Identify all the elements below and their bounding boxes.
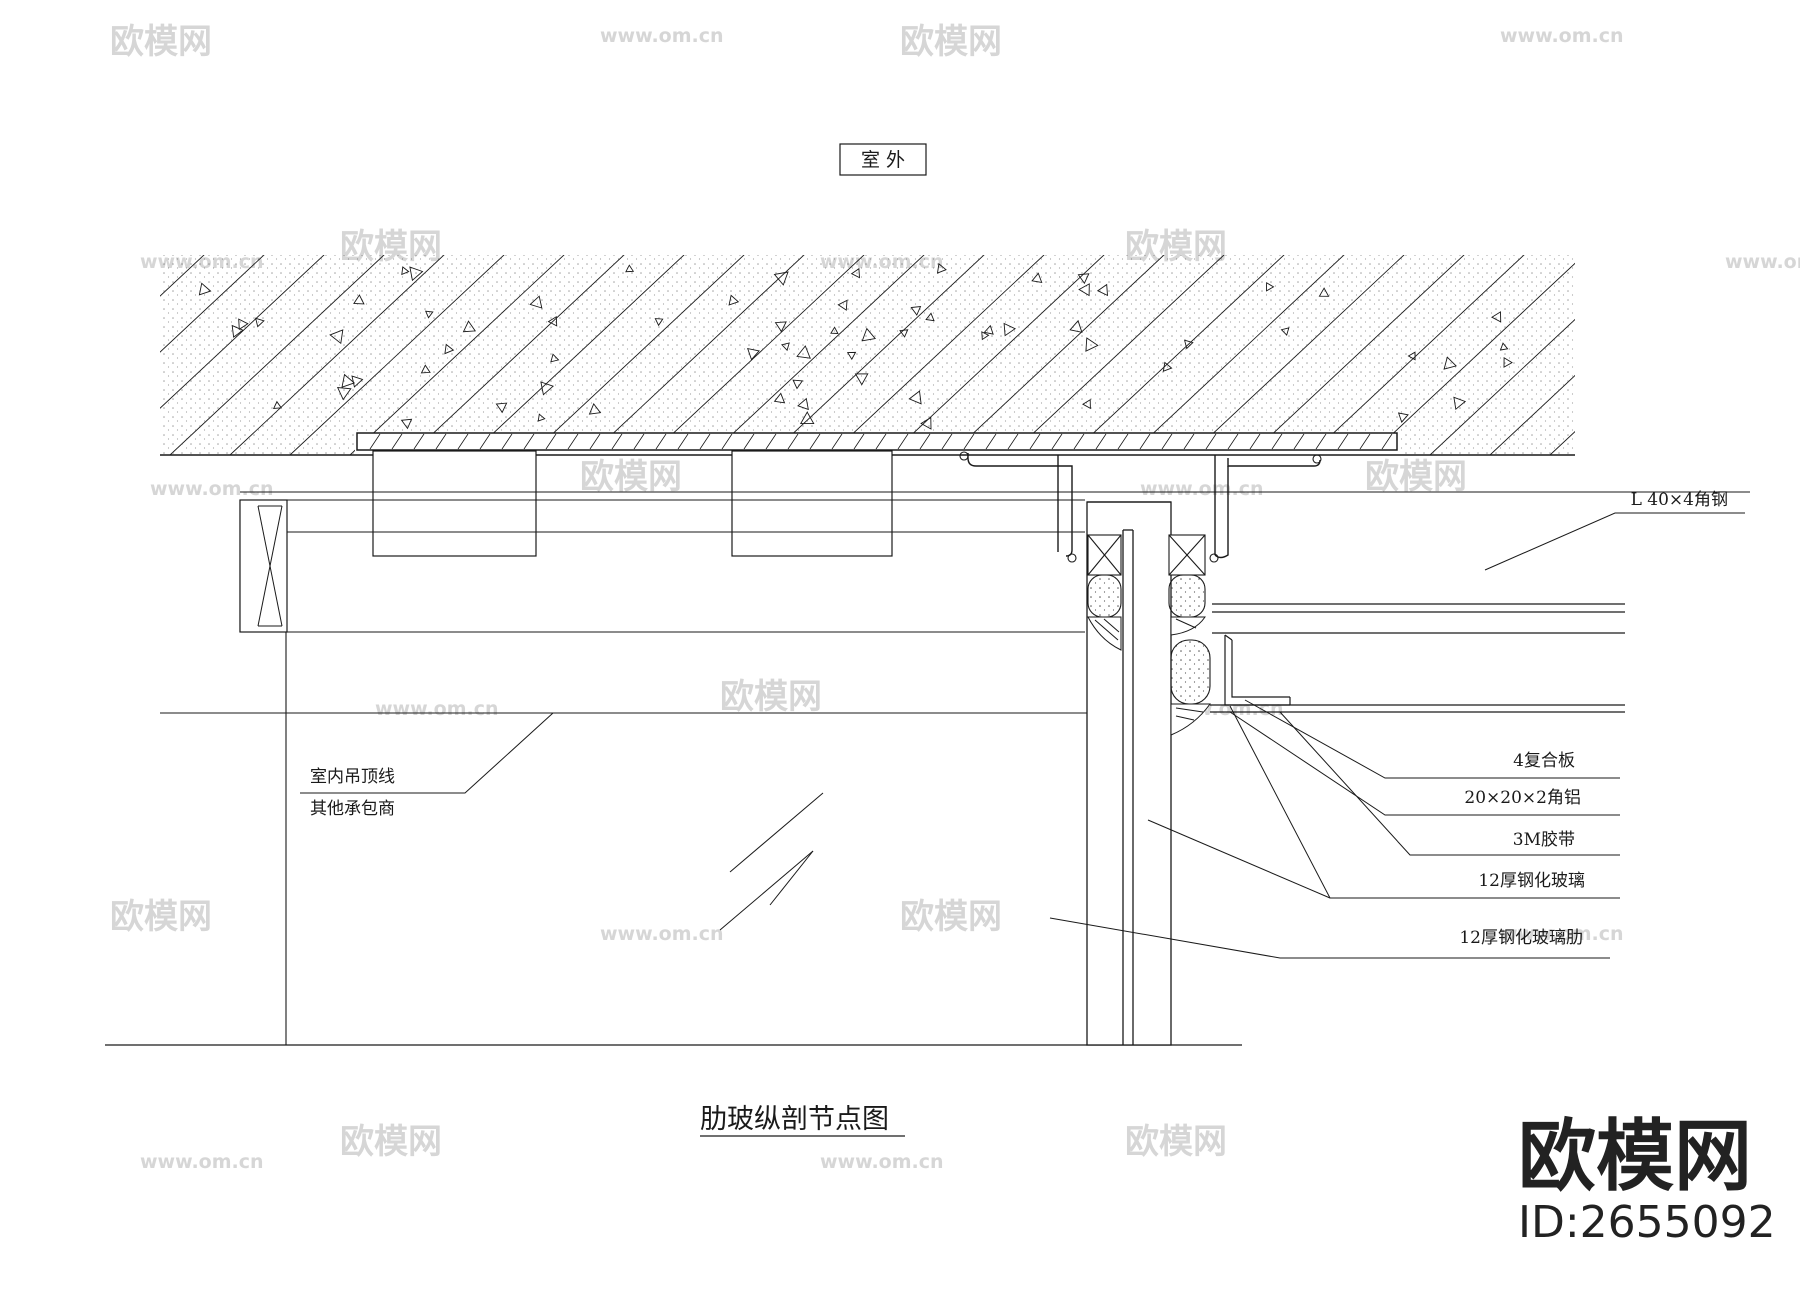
hanger-block-middle (731, 450, 893, 557)
label-tempered-glass: 12厚钢化玻璃 (1478, 871, 1585, 891)
watermark-url: www.om.cn (600, 25, 724, 47)
plate-hatch (369, 433, 1393, 450)
brand-logo-text: 欧模网 (1518, 1112, 1752, 1202)
glass-reflection-marks (719, 792, 824, 931)
watermark-logo: 欧模网 (900, 897, 1002, 937)
watermark-logo: 欧模网 (720, 677, 822, 717)
model-id: ID:2655092 (1518, 1197, 1776, 1248)
timber-block (239, 499, 288, 633)
watermark-url: www.om.cn (820, 1151, 944, 1173)
label-outdoor-box: 室 外 (839, 143, 927, 176)
watermark-url: www.om.cn (1500, 923, 1624, 945)
watermark-url: www.om.cn (1140, 478, 1264, 500)
spacer-blocks (1087, 534, 1206, 576)
label-glass-fin: 12厚钢化玻璃肋 (1459, 928, 1583, 948)
watermark-logo: 欧模网 (580, 457, 682, 497)
watermark-url: www.om.cn (1725, 251, 1800, 273)
silicone-seals (1087, 616, 1211, 736)
watermark-logo: 欧模网 (110, 22, 212, 62)
watermark-logo: 欧模网 (340, 1122, 442, 1162)
watermark-url: www.om.cn (150, 478, 274, 500)
watermark-logo: 欧模网 (110, 897, 212, 937)
label-3m-tape: 3M胶带 (1513, 830, 1575, 850)
tempered-glass-panel (1212, 603, 1625, 634)
drawing-title: 肋玻纵剖节点图 (700, 1104, 889, 1135)
embedded-steel-plate (356, 432, 1398, 451)
watermark-logo: 欧模网 (1125, 1122, 1227, 1162)
leader-lines (300, 512, 1745, 959)
watermark-logo: 欧模网 (900, 22, 1002, 62)
watermark-url: www.om.cn (1500, 25, 1624, 47)
watermark-url: www.om.cn (600, 923, 724, 945)
foam-rods (1087, 574, 1211, 705)
watermark-logo: 欧模网 (1365, 457, 1467, 497)
watermark-layer: 欧模网欧模网欧模网欧模网欧模网欧模网欧模网欧模网欧模网欧模网欧模网www.om.… (110, 22, 1800, 1173)
label-outdoor: 室 外 (861, 149, 905, 171)
hanger-block-left (372, 450, 537, 557)
watermark-url: www.om.cn (140, 1151, 264, 1173)
label-angle-steel: L 40×4角钢 (1631, 490, 1728, 510)
concrete-slab (160, 255, 1575, 455)
label-angle-aluminium: 20×20×2角铝 (1464, 788, 1581, 808)
label-ceiling-line: 室内吊顶线 (310, 767, 395, 787)
composite-panel-assembly (1210, 634, 1625, 713)
label-other-contractor: 其他承包商 (310, 799, 395, 819)
watermark-url: www.om.cn (375, 698, 499, 720)
label-composite-panel: 4复合板 (1513, 751, 1575, 771)
